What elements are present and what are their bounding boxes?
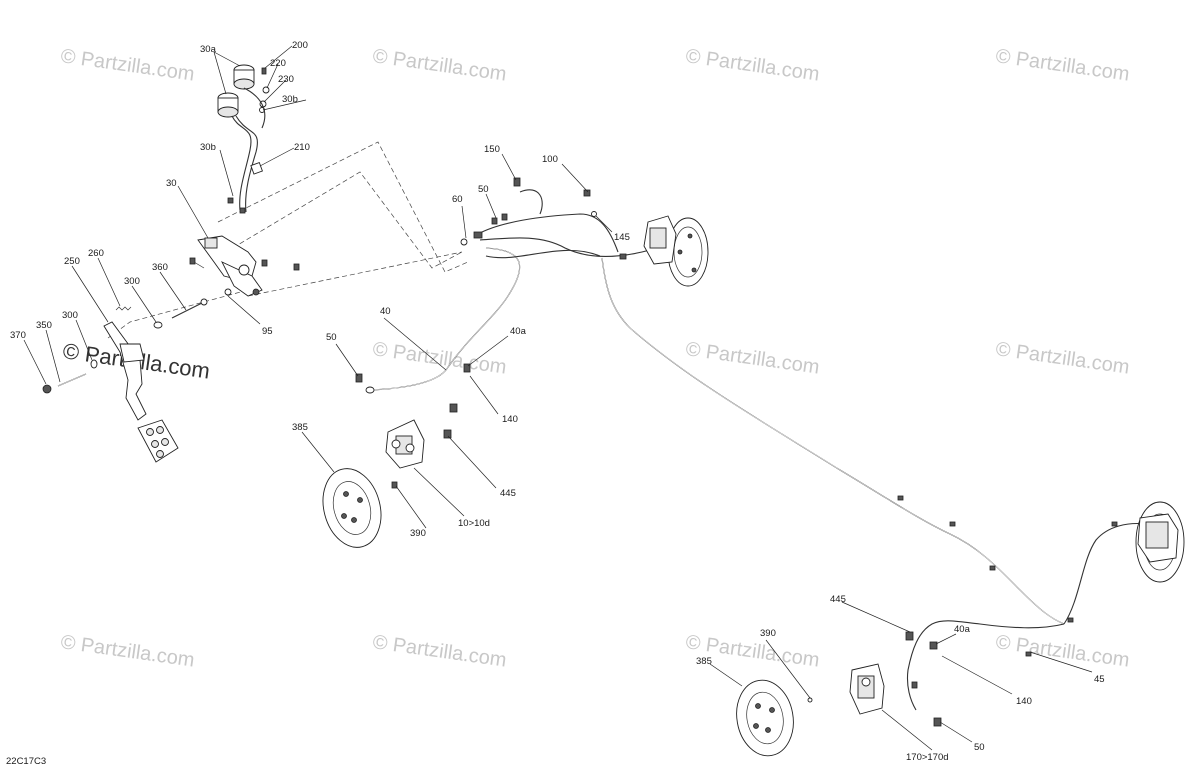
front-left-brake <box>322 403 458 548</box>
callout-250: 250 <box>64 256 80 267</box>
watermark-text: © Partzilla.com <box>371 45 508 86</box>
callout-10-10d: 10>10d <box>458 518 490 529</box>
callout-385: 385 <box>696 656 712 667</box>
callout-30b: 30b <box>282 94 298 105</box>
callout-390: 390 <box>760 628 776 639</box>
callout-370: 370 <box>10 330 26 341</box>
callout-350: 350 <box>36 320 52 331</box>
callout-45: 45 <box>1094 674 1105 685</box>
watermark-text: © Partzilla.com <box>684 45 821 86</box>
watermark-layer: © Partzilla.com © Partzilla.com © Partzi… <box>59 45 1131 672</box>
callout-200: 200 <box>292 40 308 51</box>
callout-210: 210 <box>294 142 310 153</box>
callout-95: 95 <box>262 326 273 337</box>
callout-40a: 40a <box>510 326 527 337</box>
callout-300: 300 <box>62 310 78 321</box>
callout-60: 60 <box>452 194 463 205</box>
callout-145: 145 <box>614 232 630 243</box>
watermark-text: © Partzilla.com <box>59 631 196 672</box>
callout-30: 30 <box>166 178 177 189</box>
callout-50: 50 <box>326 332 337 343</box>
callout-260: 260 <box>88 248 104 259</box>
master-cylinder-assembly <box>189 64 300 297</box>
callout-385: 385 <box>292 422 308 433</box>
callout-50: 50 <box>974 742 985 753</box>
callout-445: 445 <box>500 488 516 499</box>
part-callouts: 30a 200 220 230 30b 30b 210 30 150 100 5… <box>10 40 1105 763</box>
callout-230: 230 <box>278 74 294 85</box>
callout-30b: 30b <box>200 142 216 153</box>
brake-pedal-assembly <box>42 298 208 463</box>
callout-140: 140 <box>1016 696 1032 707</box>
watermark-text: © Partzilla.com <box>994 338 1131 379</box>
callout-30a: 30a <box>200 44 217 55</box>
diagram-code: 22C17C3 <box>6 756 46 767</box>
callout-40a: 40a <box>954 624 971 635</box>
watermark-text: © Partzilla.com <box>371 631 508 672</box>
watermark-text: © Partzilla.com <box>994 45 1131 86</box>
callout-300: 300 <box>124 276 140 287</box>
watermark-text: © Partzilla.com <box>59 45 196 86</box>
leader-lines <box>23 45 1093 751</box>
callout-50: 50 <box>478 184 489 195</box>
callout-360: 360 <box>152 262 168 273</box>
rear-left-brake <box>736 631 942 757</box>
watermark-text: © Partzilla.com <box>371 338 508 379</box>
callout-140: 140 <box>502 414 518 425</box>
callout-150: 150 <box>484 144 500 155</box>
watermark-text: © Partzilla.com <box>994 631 1131 672</box>
callout-170-170d: 170>170d <box>906 752 949 763</box>
callout-220: 220 <box>270 58 286 69</box>
callout-100: 100 <box>542 154 558 165</box>
watermark-text: © Partzilla.com <box>684 338 821 379</box>
rear-right-brake <box>1135 501 1185 583</box>
front-right-brake <box>643 215 709 287</box>
callout-390: 390 <box>410 528 426 539</box>
assembly-guide-lines <box>107 141 469 339</box>
callout-445: 445 <box>830 594 846 605</box>
brake-hose-routing <box>355 177 1147 711</box>
callout-40: 40 <box>380 306 391 317</box>
